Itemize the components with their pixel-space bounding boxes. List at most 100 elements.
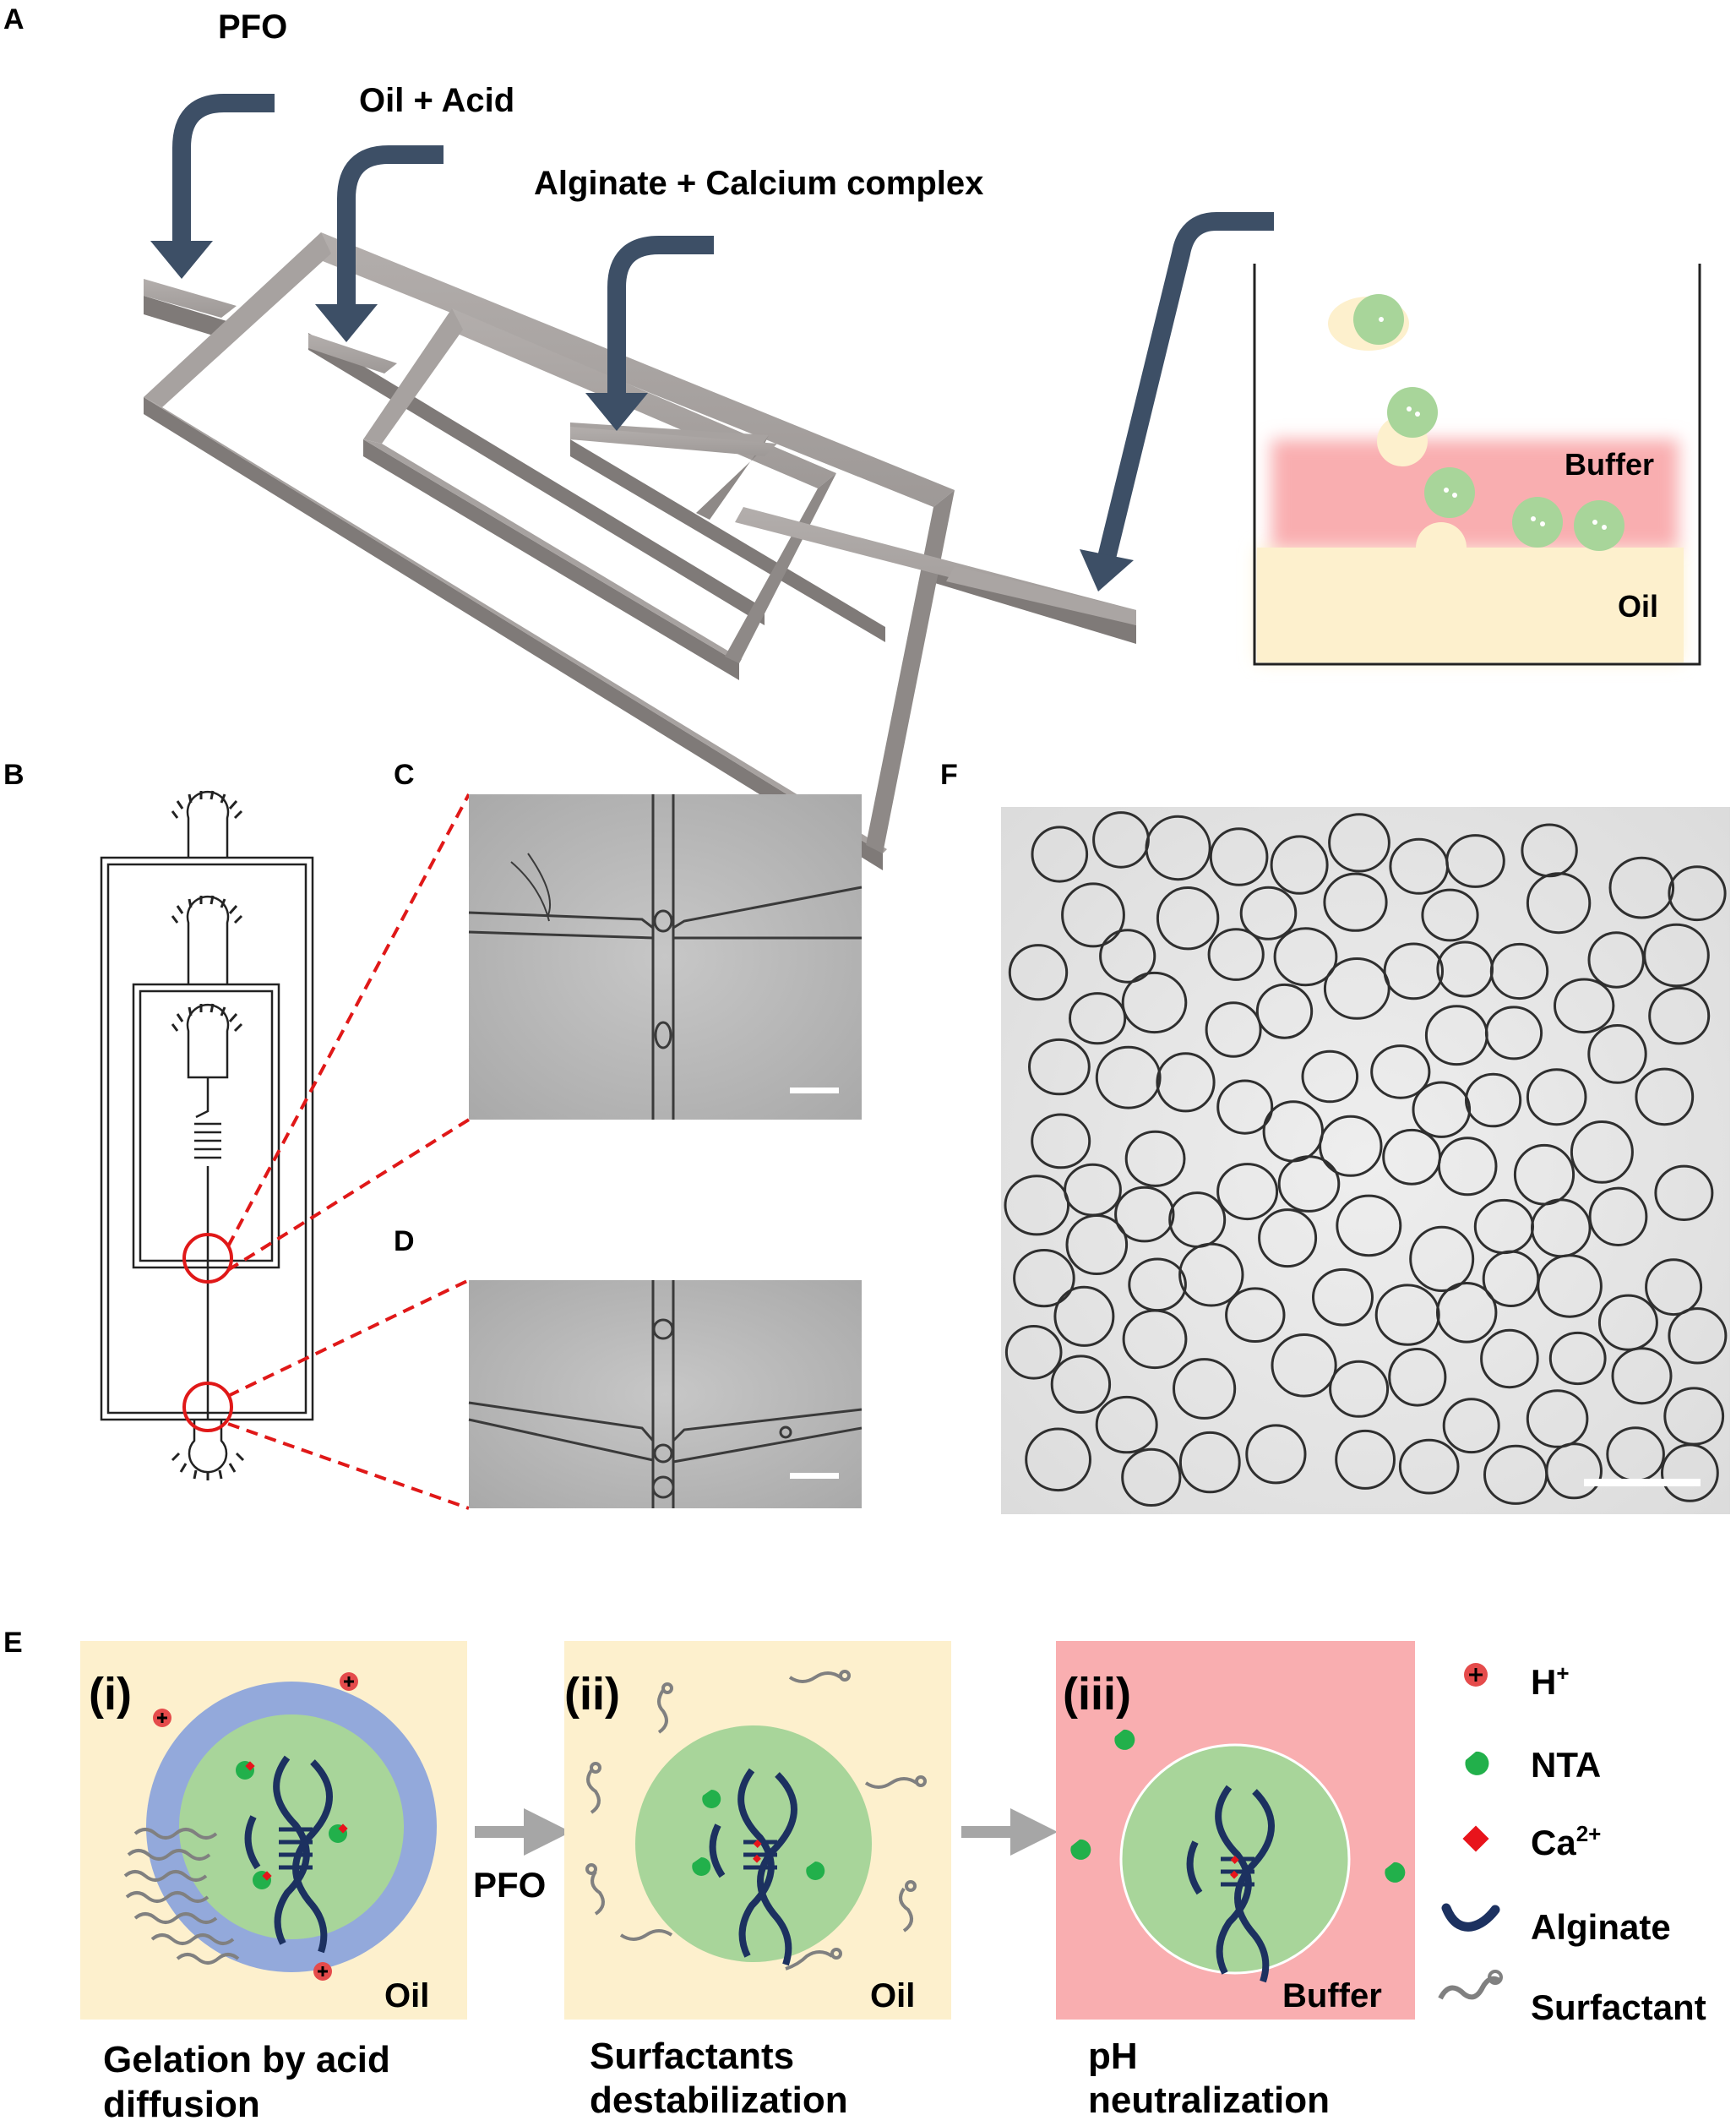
microbead — [1374, 1284, 1440, 1346]
microbead — [1480, 1328, 1539, 1389]
arrow-1-label: PFO — [473, 1865, 546, 1905]
micrograph-d-channels — [468, 1280, 863, 1508]
microbead — [1323, 957, 1390, 1020]
label-buffer-layer: Buffer — [1565, 447, 1654, 482]
step-i-caption-line1: Gelation by acid — [103, 2039, 390, 2080]
nta-calcium-complexes-i — [236, 1761, 348, 1889]
microbead — [1064, 1163, 1122, 1217]
microbead — [1031, 1113, 1091, 1169]
panel-e: E — [3, 1627, 1706, 2125]
panel-letter-a: A — [3, 3, 24, 35]
panel-letter-e: E — [3, 1627, 23, 1659]
legend-calcium-label: Ca — [1531, 1823, 1576, 1862]
microbead — [1004, 1175, 1070, 1236]
microbead — [1061, 882, 1125, 948]
microbead — [1323, 872, 1388, 932]
microbead — [1587, 931, 1645, 989]
svg-text:Ca2+: Ca2+ — [1531, 1821, 1601, 1862]
callout-circle-d — [182, 1382, 233, 1432]
callout-circle-c — [182, 1233, 233, 1284]
microbead — [1178, 1242, 1244, 1307]
step-iii-caption-line1: pH — [1088, 2036, 1138, 2077]
microbead — [1092, 811, 1150, 869]
microbead — [1122, 1309, 1188, 1370]
legend-surfactant-label: Surfactant — [1531, 1987, 1706, 2027]
microbead — [1205, 1001, 1262, 1058]
microbead — [1645, 1258, 1703, 1316]
microbead — [1663, 1387, 1725, 1446]
microbead — [1526, 1389, 1589, 1448]
microbead — [1588, 1186, 1648, 1247]
microbead — [1008, 944, 1069, 1001]
microbead — [1643, 923, 1710, 988]
step-i-caption-line2: diffusion — [103, 2084, 260, 2125]
microbead — [1398, 1438, 1460, 1495]
microbead — [1271, 1333, 1337, 1398]
microbead — [1255, 983, 1314, 1039]
inlet-arrows — [172, 94, 1274, 560]
microbead — [1124, 1130, 1186, 1187]
microbead — [1335, 1429, 1396, 1490]
microbead — [1225, 1287, 1286, 1343]
legend-alginate: Alginate — [1441, 1903, 1671, 1947]
microbead — [1050, 1355, 1112, 1414]
beaker-wall — [1253, 264, 1701, 666]
microbead — [1121, 1447, 1182, 1507]
micrograph-f — [1001, 807, 1730, 1514]
microbead — [1301, 1049, 1359, 1104]
microbead — [1207, 928, 1265, 981]
microbead — [1382, 1128, 1441, 1186]
chip-inner-frame — [132, 983, 280, 1269]
microbead — [1156, 1052, 1216, 1113]
microbead — [1216, 1079, 1274, 1135]
panel-a: A — [3, 3, 1701, 870]
step-iii-caption-line2: neutralization — [1088, 2080, 1330, 2121]
microbead — [1209, 827, 1269, 886]
microbead — [1312, 1267, 1374, 1327]
microbead — [1668, 1307, 1728, 1365]
microbead — [1424, 1005, 1488, 1066]
microbead — [1336, 1194, 1402, 1257]
microbead — [1095, 1395, 1158, 1454]
callout-lines — [226, 793, 471, 1510]
chip-layout-drawing — [100, 790, 314, 1474]
legend-h-plus-label: H — [1531, 1662, 1556, 1702]
legend-surfactant: Surfactant — [1438, 1970, 1706, 2027]
microbead — [1545, 1442, 1603, 1500]
surfactants-ii — [585, 1670, 927, 1971]
microbead — [1069, 992, 1127, 1045]
svg-text:H+: H+ — [1531, 1660, 1570, 1702]
microbead — [1611, 1347, 1673, 1405]
inlet-arrowheads — [150, 241, 1134, 591]
legend-h-plus-sup: + — [1556, 1660, 1569, 1686]
microfluidic-channel-network — [144, 232, 1136, 870]
microbead — [1114, 1186, 1175, 1243]
step-iii-medium: Buffer — [1282, 1977, 1382, 2014]
step-i-gelation: (i) Oil Gelation by acid diffusion — [80, 1641, 467, 2125]
label-pfo-inlet: PFO — [218, 8, 287, 46]
step-ii-numeral: (ii) — [564, 1669, 620, 1720]
microbead — [1028, 1038, 1091, 1096]
microbead — [1262, 1100, 1325, 1163]
microbead — [1004, 1325, 1063, 1380]
microbead — [1521, 823, 1578, 878]
legend-h-plus: H+ — [1464, 1660, 1570, 1702]
droplet-core — [179, 1714, 404, 1939]
micrograph-c — [469, 794, 862, 1120]
microbead — [1482, 1250, 1540, 1308]
scale-bar-f — [1584, 1479, 1701, 1486]
microbead — [1013, 1249, 1075, 1308]
microbead — [1095, 1045, 1162, 1109]
legend-nta: NTA — [1465, 1745, 1601, 1785]
microbead — [1053, 1285, 1115, 1347]
panel-letter-b: B — [3, 759, 24, 791]
microbead — [1436, 940, 1494, 998]
step-iii-numeral: (iii) — [1063, 1669, 1131, 1720]
surfactant-layer — [123, 1828, 240, 1965]
microbead — [1273, 927, 1338, 987]
panel-f: F — [940, 759, 1730, 1514]
microbead — [1388, 1348, 1447, 1407]
microbead — [1526, 1068, 1587, 1126]
microbead — [1412, 1081, 1472, 1138]
